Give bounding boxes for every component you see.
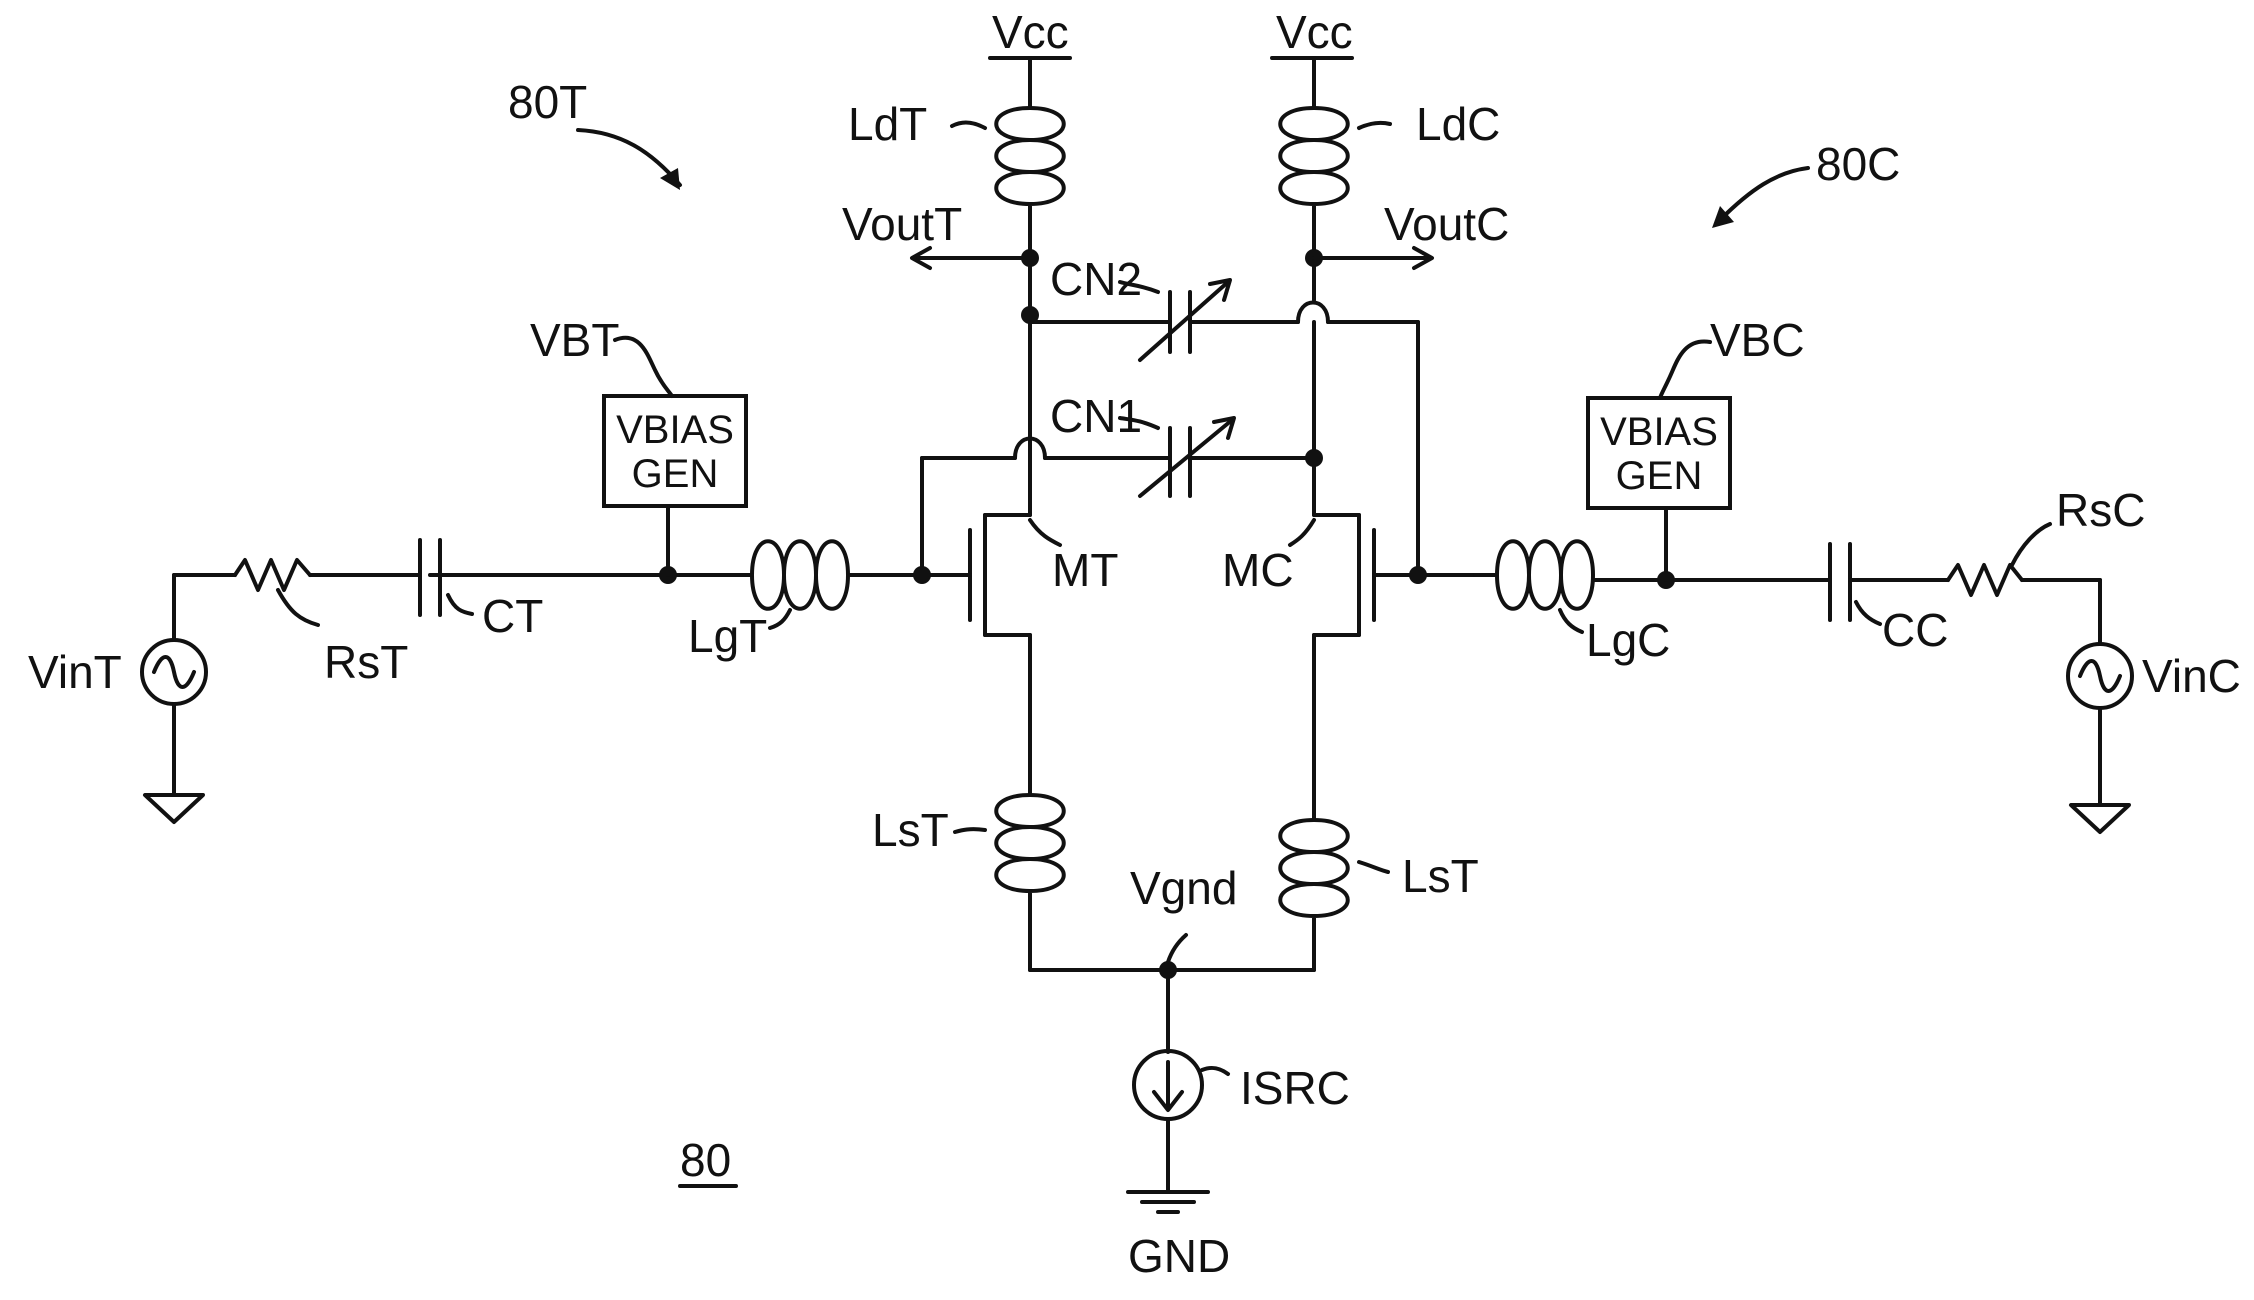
mt-transistor (968, 513, 1032, 637)
vcc-right-label: Vcc (1276, 6, 1353, 58)
voutt-label: VoutT (842, 198, 962, 250)
lgt-label: LgT (688, 610, 767, 662)
cn1-hop (1013, 436, 1047, 460)
ldt-inductor (994, 106, 1066, 238)
vgnd-leader (1166, 933, 1188, 964)
mt-gate-node (913, 566, 931, 584)
ldc-label: LdC (1416, 98, 1500, 150)
gnd-symbol-icon (1126, 1190, 1210, 1214)
vcc-left-terminal (988, 56, 1072, 110)
arrow-80c (1718, 166, 1810, 222)
figure-number: 80 (680, 1134, 731, 1186)
voutt-arrow (910, 246, 1032, 270)
cn1-leader (1118, 416, 1160, 430)
lst-right-leader (1357, 860, 1390, 874)
ldt-label: LdT (848, 98, 927, 150)
mt-leader (1028, 518, 1062, 547)
cn2-leader (1118, 280, 1160, 294)
ground-right-icon (2069, 803, 2131, 834)
isrc-leader (1200, 1065, 1230, 1076)
cc-leader (1854, 600, 1882, 626)
vbc-leader (1658, 339, 1712, 400)
rst-leader (276, 588, 320, 627)
vint-sine-icon (152, 655, 196, 689)
vinc-label: VinC (2142, 650, 2241, 702)
lst-left-label: LsT (872, 804, 949, 856)
vbias-gen-right-box (1586, 396, 1732, 510)
rsc-resistor (1946, 563, 2024, 597)
gnd-label: GND (1128, 1230, 1230, 1282)
lgc-inductor (1473, 539, 1595, 611)
vbias-gen-left-box (602, 394, 748, 508)
mc-transistor (1312, 513, 1376, 637)
cn1-varactor (1138, 416, 1236, 498)
lst-left-inductor (994, 793, 1066, 972)
vbc-label: VBC (1710, 314, 1805, 366)
lgc-label: LgC (1586, 614, 1670, 666)
vbias-gen-left-line2: GEN (632, 452, 719, 496)
cc-capacitor (1828, 542, 1852, 622)
lgt-inductor (750, 539, 872, 611)
cn1-label: CN1 (1050, 390, 1142, 442)
ct-label: CT (482, 590, 543, 642)
vinc-sine-icon (2078, 659, 2122, 693)
cn2-label: CN2 (1050, 253, 1142, 305)
arrow-80c-head (1712, 206, 1734, 228)
rsc-label: RsC (2056, 484, 2145, 536)
vcc-right-terminal (1270, 56, 1354, 110)
cc-label: CC (1882, 604, 1948, 656)
rst-resistor (233, 558, 312, 592)
vbias-gen-left-line1: VBIAS (616, 408, 734, 452)
mc-leader (1288, 518, 1316, 547)
lst-right-label: LsT (1402, 850, 1479, 902)
mc-gate-node (1409, 566, 1427, 584)
rsc-leader (2010, 522, 2052, 567)
vbt-leader (613, 335, 674, 398)
vbias-gen-right-line1: VBIAS (1600, 410, 1718, 454)
ldt-leader (950, 120, 987, 130)
ct-capacitor (418, 538, 442, 617)
voutc-label: VoutC (1384, 198, 1509, 250)
arrow-80t-head (660, 168, 680, 190)
label-80t: 80T (508, 76, 587, 128)
label-80c: 80C (1816, 138, 1900, 190)
lst-right-inductor (1278, 818, 1350, 972)
vgnd-label: Vgnd (1130, 862, 1237, 914)
vint-label: VinT (28, 646, 122, 698)
ldc-leader (1357, 120, 1392, 130)
vbias-gen-right-line2: GEN (1616, 454, 1703, 498)
ground-left-icon (143, 793, 205, 824)
voutc-arrow (1312, 246, 1434, 270)
mc-label: MC (1222, 544, 1294, 596)
vcc-left-label: Vcc (992, 6, 1069, 58)
rst-label: RsT (324, 636, 408, 688)
lst-left-leader (953, 827, 987, 834)
isrc-arrow-icon (1152, 1060, 1184, 1112)
lgt-leader (768, 608, 792, 630)
vbt-label: VBT (530, 314, 619, 366)
mt-label: MT (1052, 544, 1118, 596)
cn2-hop (1296, 300, 1330, 324)
isrc-label: ISRC (1240, 1062, 1350, 1114)
ldc-inductor (1278, 106, 1350, 238)
ct-leader (446, 593, 474, 616)
lgc-leader (1558, 608, 1584, 634)
cn2-left-node (1021, 306, 1039, 324)
